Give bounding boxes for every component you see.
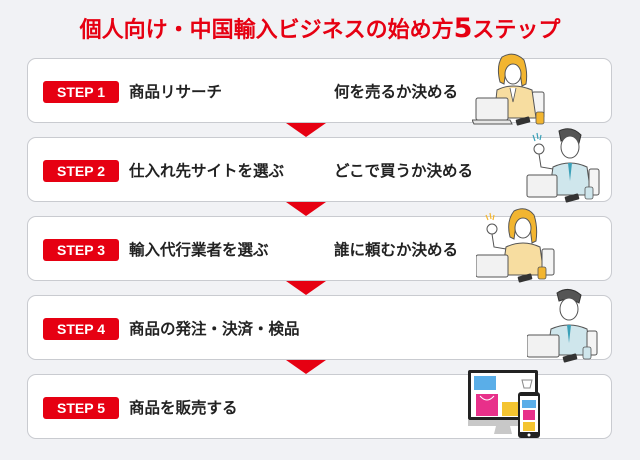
- step-badge: STEP 1: [43, 81, 119, 103]
- step-badge: STEP 3: [43, 239, 119, 261]
- step-description: 誰に頼むか決める: [334, 241, 459, 259]
- step-card-2: STEP 2 仕入れ先サイトを選ぶ どこで買うか決める: [27, 137, 612, 202]
- step-description: どこで買うか決める: [334, 162, 474, 180]
- man-ok-sign-at-laptop-illustration: [526, 128, 600, 203]
- step-badge: STEP 4: [43, 318, 119, 340]
- woman-ok-sign-at-laptop-illustration: [476, 208, 555, 283]
- down-arrow-icon: [286, 202, 326, 216]
- online-shopping-devices-illustration: [468, 370, 540, 438]
- step-title: 商品の発注・決済・検品: [129, 320, 300, 338]
- step-title: 商品を販売する: [129, 399, 238, 417]
- step-card-4: STEP 4 商品の発注・決済・検品: [27, 295, 612, 360]
- step-description: 何を売るか決める: [334, 83, 459, 101]
- down-arrow-icon: [286, 123, 326, 137]
- title-suffix: ステップ: [472, 18, 561, 43]
- title-prefix: 個人向け・中国輸入ビジネスの始め方: [79, 18, 454, 43]
- down-arrow-icon: [286, 360, 326, 374]
- step-badge: STEP 5: [43, 397, 119, 419]
- step-title: 仕入れ先サイトを選ぶ: [129, 162, 285, 180]
- page-title: 個人向け・中国輸入ビジネスの始め方5ステップ: [0, 15, 640, 45]
- down-arrow-icon: [286, 281, 326, 295]
- title-number: 5: [453, 13, 473, 44]
- step-title: 商品リサーチ: [129, 83, 223, 101]
- step-badge: STEP 2: [43, 160, 119, 182]
- man-at-laptop-illustration: [527, 289, 598, 363]
- woman-at-laptop-illustration: [472, 53, 545, 126]
- step-title: 輸入代行業者を選ぶ: [129, 241, 269, 259]
